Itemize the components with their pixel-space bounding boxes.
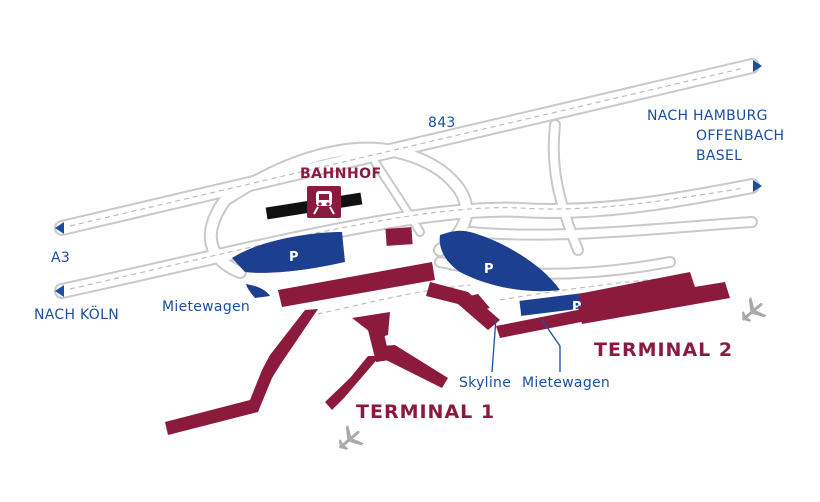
airplane-icon	[338, 425, 364, 450]
parking-label-3: P	[572, 300, 582, 315]
road-network-inner	[56, 60, 758, 297]
cologne-label: NACH KÖLN	[34, 305, 119, 323]
skyline-label: Skyline	[459, 375, 511, 391]
airplane-icon	[741, 297, 767, 322]
arrow-icon	[55, 285, 64, 297]
parking-label-1: P	[289, 250, 299, 265]
train-station	[265, 186, 413, 246]
road-network	[54, 58, 760, 299]
station-label: BAHNHOF	[300, 166, 382, 182]
north-label-line1: NACH HAMBURG	[647, 108, 768, 124]
arrow-icon	[55, 222, 64, 234]
terminal-1	[165, 262, 500, 435]
terminal-1-label: TERMINAL 1	[356, 401, 495, 423]
direction-arrows	[55, 60, 762, 297]
a3-label: A3	[51, 250, 70, 266]
parking-area-1	[232, 232, 345, 273]
car-rental-lot-1	[246, 284, 270, 298]
parking-label-2: P	[484, 262, 494, 277]
car-rental-label-1: Mietewagen	[162, 299, 250, 315]
arrow-icon	[753, 180, 762, 192]
station-building	[385, 227, 413, 246]
arrow-icon	[753, 60, 762, 72]
highway-number: 843	[428, 115, 456, 131]
terminal-2	[496, 272, 730, 338]
parking-area-2	[439, 230, 560, 292]
terminal-2-label: TERMINAL 2	[594, 339, 733, 361]
north-label-line3: BASEL	[696, 148, 742, 164]
car-rental-label-2: Mietewagen	[522, 375, 610, 391]
leader-lines	[491, 317, 561, 373]
north-label-line2: OFFENBACH	[696, 128, 784, 144]
